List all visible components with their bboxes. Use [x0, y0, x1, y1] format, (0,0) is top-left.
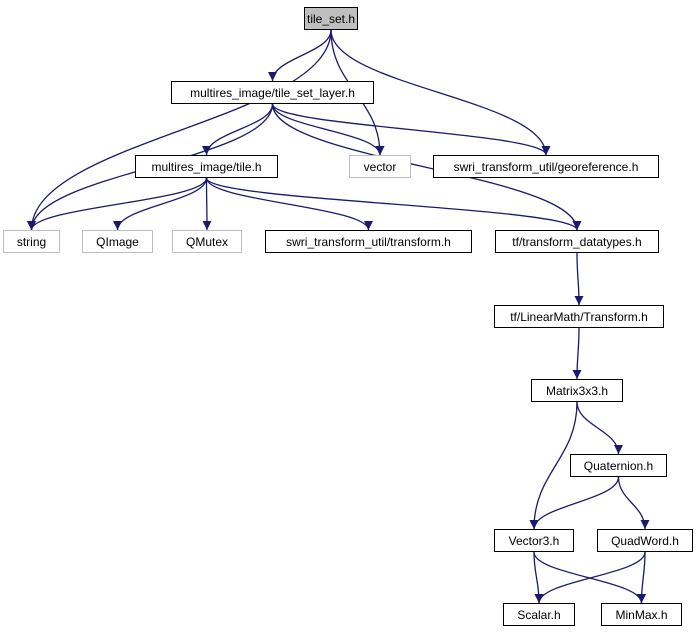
node-minmax-h[interactable]: MinMax.h	[601, 603, 682, 626]
edge-tile-to-qmutex	[202, 177, 212, 231]
edge-tile_set-to-tile_set_layer	[268, 29, 332, 82]
edge-tile_set-to-georeference	[330, 29, 551, 156]
node-georeference-h[interactable]: swri_transform_util/georeference.h	[433, 155, 659, 178]
node-transform-datatypes-h[interactable]: tf/transform_datatypes.h	[495, 230, 659, 253]
edge-tile_set_layer-to-georeference	[271, 103, 551, 156]
edge-matrix3x3-to-quaternion	[576, 401, 623, 455]
edge-tile_set_layer-to-vector	[271, 103, 385, 156]
edge-transform_datatypes-to-linearmath_transform	[574, 252, 584, 306]
node-qmutex: QMutex	[172, 230, 242, 253]
node-scalar-h[interactable]: Scalar.h	[503, 603, 575, 626]
edge-tile-to-qimage	[113, 177, 208, 231]
edge-tile_set-to-string	[27, 29, 332, 231]
node-linearmath-transform-h[interactable]: tf/LinearMath/Transform.h	[494, 305, 664, 328]
edge-quaternion-to-vector3	[529, 476, 620, 530]
edge-quadword-to-scalar	[534, 551, 646, 604]
node-vector3-h[interactable]: Vector3.h	[494, 529, 574, 552]
edge-tile_set_layer-to-transform_datatypes	[271, 103, 582, 231]
edge-tile-to-string	[27, 177, 208, 231]
node-matrix3x3-h[interactable]: Matrix3x3.h	[531, 379, 623, 402]
edge-matrix3x3-to-vector3	[529, 401, 578, 530]
edge-quadword-to-minmax	[637, 551, 647, 604]
edge-tile_set_layer-to-tile	[202, 103, 274, 156]
node-quaternion-h[interactable]: Quaternion.h	[570, 454, 667, 477]
node-tile-set-layer-h[interactable]: multires_image/tile_set_layer.h	[171, 81, 374, 104]
node-transform-h[interactable]: swri_transform_util/transform.h	[265, 230, 472, 253]
edge-tile-to-transform_datatypes	[205, 177, 582, 231]
edge-tile-to-transform	[205, 177, 373, 231]
node-qimage: QImage	[82, 230, 153, 253]
node-quadword-h[interactable]: QuadWord.h	[597, 529, 693, 552]
edge-quaternion-to-quadword	[617, 476, 650, 530]
node-tile-set-h[interactable]: tile_set.h	[304, 7, 358, 30]
node-tile-h[interactable]: multires_image/tile.h	[135, 155, 278, 178]
edge-linearmath_transform-to-matrix3x3	[572, 327, 582, 380]
edge-vector3-to-minmax	[533, 551, 646, 604]
node-string: string	[3, 230, 60, 253]
node-vector: vector	[349, 155, 411, 178]
